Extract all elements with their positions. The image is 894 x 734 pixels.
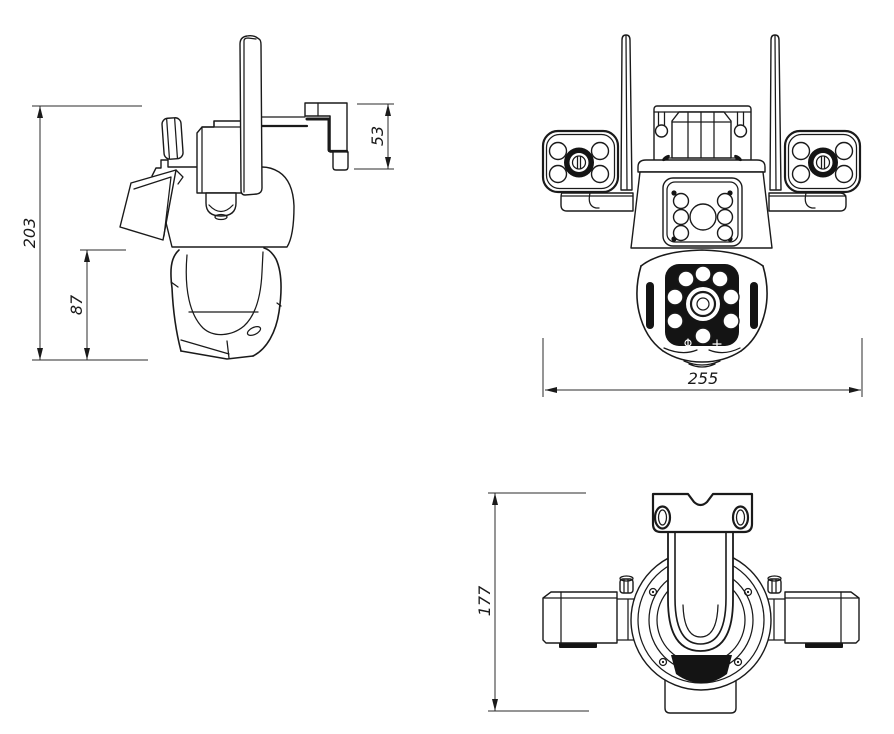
side-wall-bracket [304, 102, 349, 171]
dim-label-53: 53 [368, 126, 387, 146]
side-floodlight [119, 169, 177, 241]
dimension-87: 87 [67, 249, 126, 360]
screw-cover-left [662, 154, 670, 162]
thumbscrew-right [767, 575, 782, 594]
dimension-177: 177 [475, 492, 589, 712]
ball-screw-icons [684, 338, 722, 349]
dim-label-255: 255 [688, 369, 719, 388]
keyhole-slot-left [654, 111, 669, 138]
screw-cover-right [734, 154, 742, 162]
front-ptz-ball [636, 249, 768, 368]
front-body-top-band [637, 159, 766, 173]
dimension-203: 203 [20, 105, 148, 361]
side-antenna-blade [239, 34, 263, 196]
front-antenna-left [620, 34, 633, 191]
side-antenna-small [161, 117, 184, 160]
top-mount-plate [651, 492, 754, 534]
side-view [119, 34, 349, 360]
dimension-255: 255 [542, 338, 863, 397]
dim-label-203: 203 [20, 218, 39, 249]
dim-label-177: 177 [475, 585, 494, 616]
top-floodlight-left [542, 591, 618, 648]
top-floodlight-right [784, 591, 860, 648]
front-led-panel [662, 177, 743, 247]
thumbscrew-left [619, 575, 634, 594]
top-view [542, 492, 860, 714]
top-yoke-arm [667, 531, 734, 652]
ball-side-strip-right [750, 282, 758, 329]
dim-label-87: 87 [67, 294, 86, 315]
front-floodlight-left [541, 129, 634, 212]
top-dark-window [671, 655, 732, 683]
side-lens-hood [205, 192, 237, 217]
base-screws [648, 587, 753, 667]
front-antenna-right [769, 34, 782, 191]
keyhole-slot-right [733, 111, 748, 138]
ball-side-strip-left [646, 282, 654, 329]
fixed-lens [689, 203, 717, 231]
dimension-53: 53 [354, 103, 394, 170]
front-view [541, 34, 862, 368]
front-floodlight-right [768, 129, 862, 212]
